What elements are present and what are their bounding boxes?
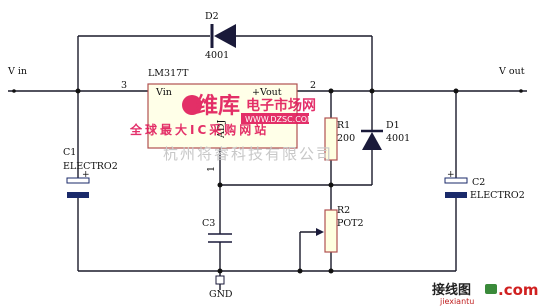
potentiometer-r2: R2 POT2 <box>316 205 364 253</box>
node-r2-wiper-gnd <box>297 268 303 274</box>
r1-value: 200 <box>337 133 355 144</box>
c2-type: ELECTRO2 <box>470 190 525 201</box>
c1-name: C1 <box>63 147 76 158</box>
d2-part: 4001 <box>205 50 229 61</box>
vin-label: V in <box>7 66 27 77</box>
node-r1-top <box>328 88 334 94</box>
c2-name: C2 <box>472 177 485 188</box>
diode-d1-triangle-icon <box>362 132 382 150</box>
watermark-logo: 维库 <box>196 93 240 119</box>
r1-name: R1 <box>337 120 350 131</box>
c2-plate-positive <box>444 177 468 184</box>
r2-value: POT2 <box>337 218 364 229</box>
ic-name: LM317T <box>148 68 189 79</box>
node-d1-top <box>369 88 375 94</box>
c2-plus: + <box>447 170 455 180</box>
junction-nodes <box>12 88 523 274</box>
watermark-company: 杭州将睿科技有限公司 <box>163 145 333 163</box>
c1-plate-negative <box>67 192 89 198</box>
capacitor-c3: C3 <box>202 218 232 243</box>
ic-pin2: 2 <box>310 80 316 91</box>
diode-d2: D2 4001 <box>205 11 236 61</box>
node-r2-gnd <box>328 268 334 274</box>
watermark-subtitle: 全球最大IC采购网站 <box>129 122 269 137</box>
capacitor-c1: + C1 ELECTRO2 <box>63 147 118 198</box>
watermark-brand: 接线图 .com jiexiantu <box>432 281 539 306</box>
vout-label: V out <box>498 66 525 77</box>
ground-icon <box>215 275 225 285</box>
brand-logo-icon <box>485 284 497 294</box>
r2-name: R2 <box>337 205 350 216</box>
ic-adj-pin-label: ADJ <box>216 120 227 139</box>
node-adj <box>217 182 223 188</box>
r1-body <box>324 117 338 161</box>
watermark-title: 电子市场网 <box>246 97 316 114</box>
ic-vin-pin-label: Vin <box>155 87 172 98</box>
terminal-vin <box>12 89 16 93</box>
watermark-url: WWW.DZSC.COM <box>245 115 314 124</box>
diode-d1: D1 4001 <box>361 120 410 150</box>
c3-name: C3 <box>202 218 215 229</box>
node-gnd <box>217 268 223 274</box>
ground-symbol: GND <box>209 275 233 300</box>
c2-plate-negative <box>445 192 467 198</box>
node-r1-bottom <box>328 182 334 188</box>
brand-com: .com <box>498 281 539 299</box>
node-vout <box>453 88 459 94</box>
wires <box>8 35 527 290</box>
ic-pin3: 3 <box>121 80 127 91</box>
dzsc-logo-icon <box>182 95 202 115</box>
diode-d2-triangle-icon <box>214 24 236 48</box>
c1-type: ELECTRO2 <box>63 161 118 172</box>
watermark-dzsc: 维库 电子市场网 WWW.DZSC.COM 全球最大IC采购网站 <box>129 93 316 137</box>
d2-name: D2 <box>205 11 219 22</box>
ic-pin1: 1 <box>206 166 217 172</box>
r2-body <box>324 209 338 253</box>
resistor-r1: R1 200 <box>324 117 355 161</box>
ic-vout-pin-label: +Vout <box>252 87 282 98</box>
d1-name: D1 <box>386 120 400 131</box>
c1-plate-positive <box>66 177 90 184</box>
d1-part: 4001 <box>386 133 410 144</box>
watermark-url-bar <box>241 113 309 124</box>
gnd-label: GND <box>209 289 233 300</box>
brand-name: 接线图 <box>432 282 471 298</box>
terminal-vout <box>519 89 523 93</box>
r2-wiper-arrow-icon <box>316 228 324 236</box>
brand-sub: jiexiantu <box>439 297 474 306</box>
node-vin <box>75 88 81 94</box>
c1-plus: + <box>82 170 90 180</box>
capacitor-c2: + C2 ELECTRO2 <box>444 170 525 201</box>
